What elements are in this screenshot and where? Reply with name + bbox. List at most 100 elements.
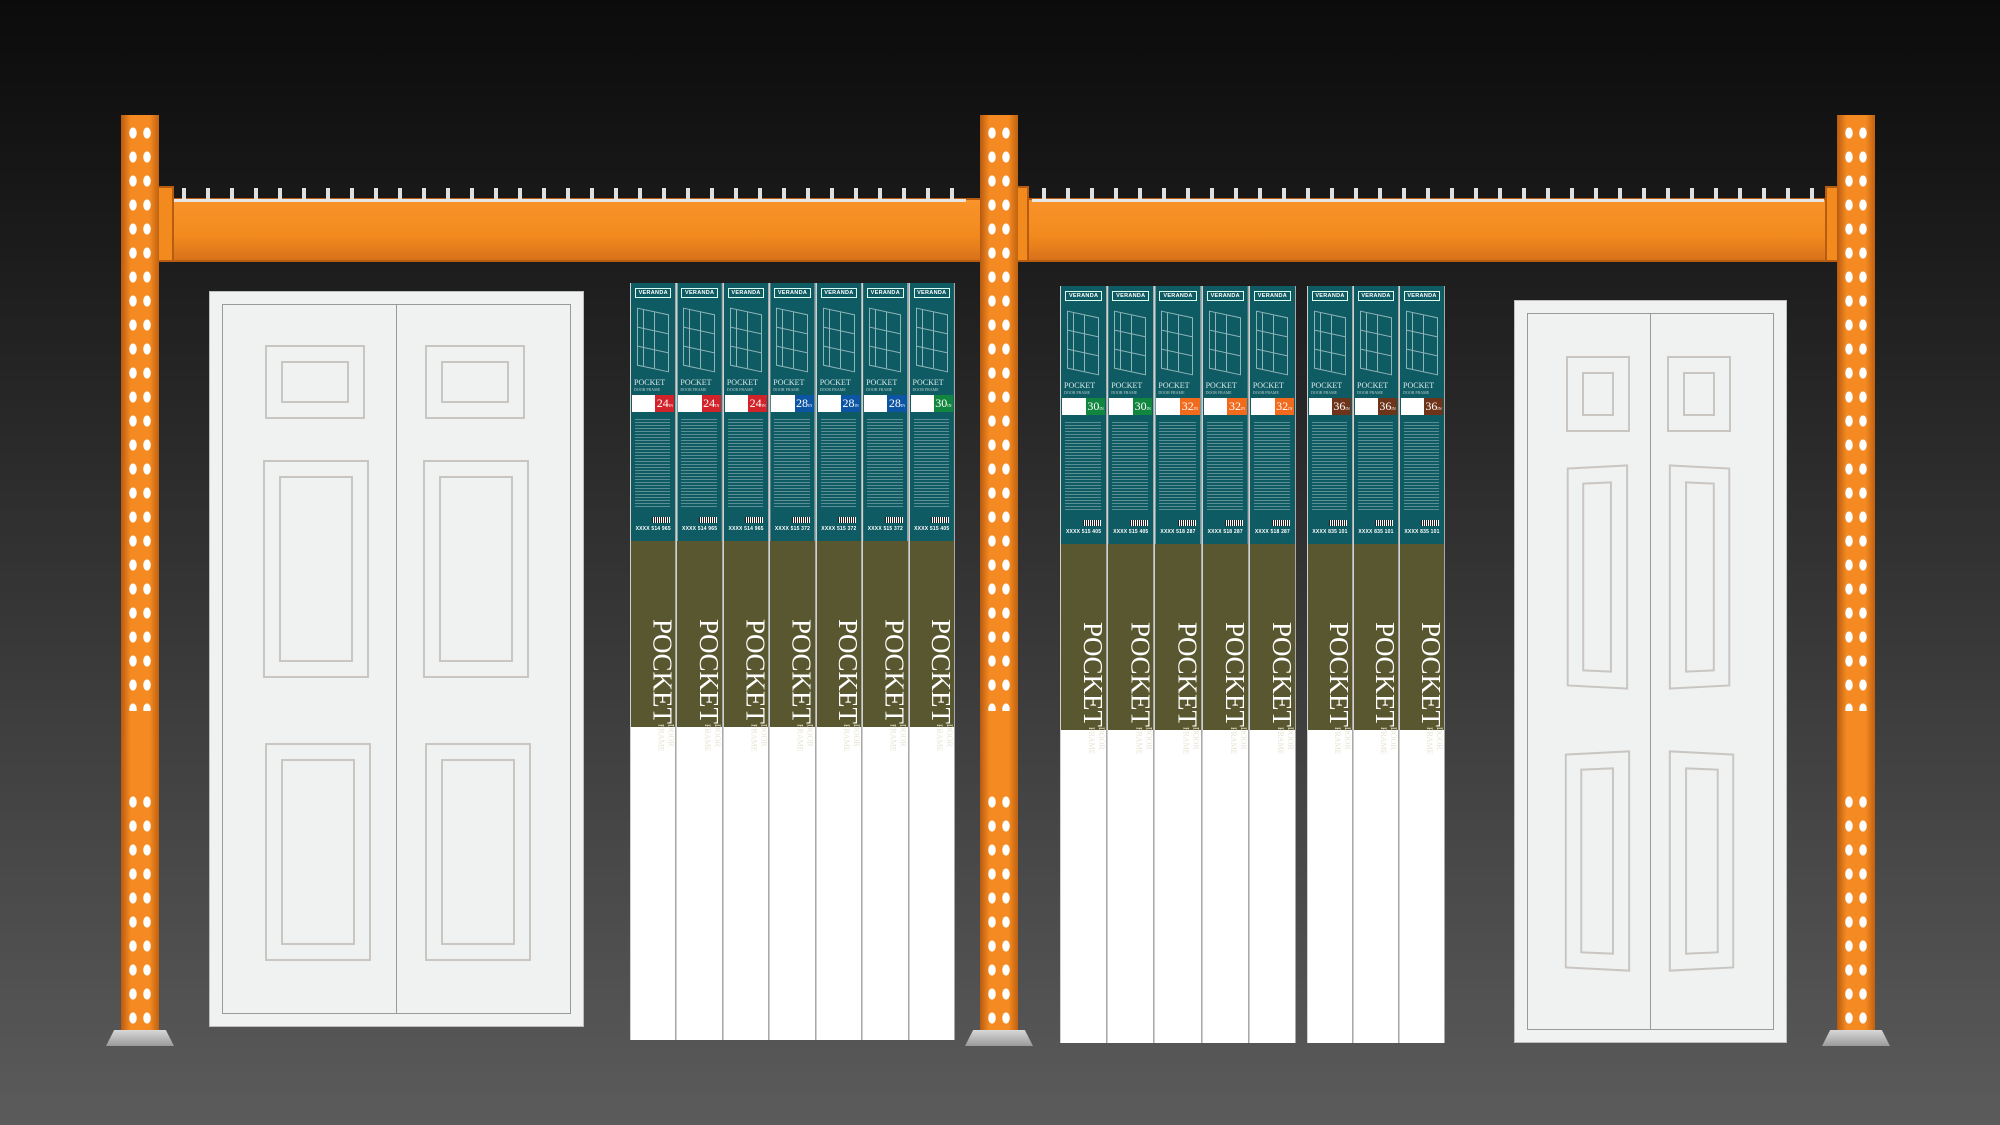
box-subtitle: DOOR FRAME <box>866 387 892 392</box>
size-unit: IN <box>715 403 719 408</box>
feature-text <box>1159 420 1195 510</box>
size-value: 32 <box>1182 399 1194 413</box>
pocket-door-frame-box[interactable]: VERANDAPOCKETDOOR FRAME28INXXXX 515 372P… <box>816 283 862 1040</box>
sku-label: XXXX 515 405 <box>1110 529 1151 535</box>
pocket-door-frame-box[interactable]: VERANDAPOCKETDOOR FRAME30INXXXX 515 405P… <box>909 283 955 1040</box>
box-subtitle: DOOR FRAME <box>1357 390 1383 395</box>
pocket-door-frame-box[interactable]: VERANDAPOCKETDOOR FRAME36INXXXX 835 101P… <box>1307 286 1353 1043</box>
feature-text <box>681 417 716 507</box>
sku-label: XXXX 515 405 <box>912 526 952 532</box>
side-title: POCKET <box>724 619 768 724</box>
pocket-door-frame-box[interactable]: VERANDAPOCKETDOOR FRAME30INXXXX 515 405P… <box>1060 286 1107 1043</box>
sku-label: XXXX 518 287 <box>1252 529 1293 535</box>
rack-beam-right <box>1010 198 1846 262</box>
veranda-logo: VERANDA <box>1159 291 1196 301</box>
pocket-door-frame-box[interactable]: VERANDAPOCKETDOOR FRAME36INXXXX 835 101P… <box>1399 286 1445 1043</box>
sku-label: XXXX 514 965 <box>726 526 766 532</box>
door-frame-illustration-icon <box>869 308 901 373</box>
size-badge: 36IN <box>1309 398 1351 415</box>
feature-text <box>914 417 949 507</box>
door-frame-illustration-icon <box>1209 311 1241 376</box>
size-unit: IN <box>1241 406 1245 411</box>
size-badge: 32IN <box>1156 398 1199 415</box>
side-title: POCKET <box>677 619 721 724</box>
veranda-logo: VERANDA <box>867 288 903 298</box>
rack-post-middle <box>980 115 1018 1040</box>
barcode-icon <box>1178 520 1196 526</box>
door-frame-illustration-icon <box>637 308 669 373</box>
feature-text <box>728 417 763 507</box>
barcode-icon <box>885 517 903 523</box>
pocket-door-frame-box[interactable]: VERANDAPOCKETDOOR FRAME24INXXXX 514 965P… <box>676 283 722 1040</box>
six-panel-door-left <box>209 291 584 1027</box>
door-leaf <box>397 305 570 1013</box>
size-value: 28 <box>889 396 901 410</box>
size-badge: 28IN <box>771 395 813 412</box>
size-unit: IN <box>1288 406 1292 411</box>
box-side-panel: POCKETDOOR FRAME <box>910 541 954 727</box>
feature-text <box>635 417 670 507</box>
side-title: POCKET <box>817 619 861 724</box>
box-title: POCKET <box>1253 382 1284 390</box>
box-subtitle: DOOR FRAME <box>680 387 706 392</box>
size-unit: IN <box>947 403 951 408</box>
side-subtitle: DOOR FRAME <box>1155 727 1200 755</box>
size-value: 30 <box>1135 399 1147 413</box>
size-badge: 24IN <box>678 395 720 412</box>
barcode-icon <box>1225 520 1243 526</box>
side-title: POCKET <box>770 619 814 724</box>
bifold-door-right <box>1514 300 1787 1043</box>
box-side-panel: POCKETDOOR FRAME <box>1250 544 1295 730</box>
size-badge: 24IN <box>725 395 767 412</box>
feature-text <box>774 417 809 507</box>
feature-text <box>1207 420 1243 510</box>
veranda-logo: VERANDA <box>1112 291 1149 301</box>
size-unit: IN <box>1437 406 1441 411</box>
pocket-door-frame-box[interactable]: VERANDAPOCKETDOOR FRAME24INXXXX 514 965P… <box>630 283 676 1040</box>
side-title: POCKET <box>1354 622 1398 727</box>
veranda-logo: VERANDA <box>728 288 764 298</box>
pocket-door-frame-box[interactable]: VERANDAPOCKETDOOR FRAME32INXXXX 518 287P… <box>1154 286 1201 1043</box>
size-unit: IN <box>854 403 858 408</box>
veranda-logo: VERANDA <box>774 288 810 298</box>
size-value: 36 <box>1425 399 1437 413</box>
veranda-logo: VERANDA <box>1358 291 1394 301</box>
side-subtitle: DOOR FRAME <box>1061 727 1106 755</box>
box-subtitle: DOOR FRAME <box>1111 390 1137 395</box>
barcode-icon <box>1421 520 1439 526</box>
pocket-door-frame-box[interactable]: VERANDAPOCKETDOOR FRAME32INXXXX 518 287P… <box>1202 286 1249 1043</box>
sku-label: XXXX 514 965 <box>633 526 673 532</box>
side-title: POCKET <box>1250 622 1295 727</box>
side-title: POCKET <box>1061 622 1106 727</box>
pocket-door-frame-box[interactable]: VERANDAPOCKETDOOR FRAME36INXXXX 835 101P… <box>1353 286 1399 1043</box>
door-frame-illustration-icon <box>730 308 762 373</box>
pocket-door-frame-box[interactable]: VERANDAPOCKETDOOR FRAME28INXXXX 515 372P… <box>862 283 908 1040</box>
box-subtitle: DOOR FRAME <box>1253 390 1279 395</box>
pocket-door-frame-box[interactable]: VERANDAPOCKETDOOR FRAME32INXXXX 518 287P… <box>1249 286 1296 1043</box>
sku-label: XXXX 515 405 <box>1063 529 1104 535</box>
side-title: POCKET <box>1108 622 1153 727</box>
veranda-logo: VERANDA <box>1254 291 1291 301</box>
door-frame-illustration-icon <box>683 308 715 373</box>
size-value: 36 <box>1379 399 1391 413</box>
veranda-logo: VERANDA <box>1404 291 1440 301</box>
barcode-icon <box>745 517 763 523</box>
size-unit: IN <box>669 403 673 408</box>
size-unit: IN <box>1147 406 1151 411</box>
door-leaf <box>1528 314 1651 1029</box>
side-subtitle: DOOR FRAME <box>724 724 768 752</box>
box-title: POCKET <box>913 379 944 387</box>
size-value: 24 <box>750 396 762 410</box>
pocket-door-frame-box[interactable]: VERANDAPOCKETDOOR FRAME30INXXXX 515 405P… <box>1107 286 1154 1043</box>
box-subtitle: DOOR FRAME <box>1158 390 1184 395</box>
veranda-logo: VERANDA <box>1312 291 1348 301</box>
pocket-door-frame-box[interactable]: VERANDAPOCKETDOOR FRAME28INXXXX 515 372P… <box>769 283 815 1040</box>
size-unit: IN <box>1099 406 1103 411</box>
pocket-door-frame-box[interactable]: VERANDAPOCKETDOOR FRAME24INXXXX 514 965P… <box>723 283 769 1040</box>
side-subtitle: DOOR FRAME <box>1308 727 1352 755</box>
box-side-panel: POCKETDOOR FRAME <box>1061 544 1106 730</box>
size-unit: IN <box>1194 406 1198 411</box>
veranda-logo: VERANDA <box>821 288 857 298</box>
size-value: 28 <box>796 396 808 410</box>
size-badge: 32IN <box>1251 398 1294 415</box>
